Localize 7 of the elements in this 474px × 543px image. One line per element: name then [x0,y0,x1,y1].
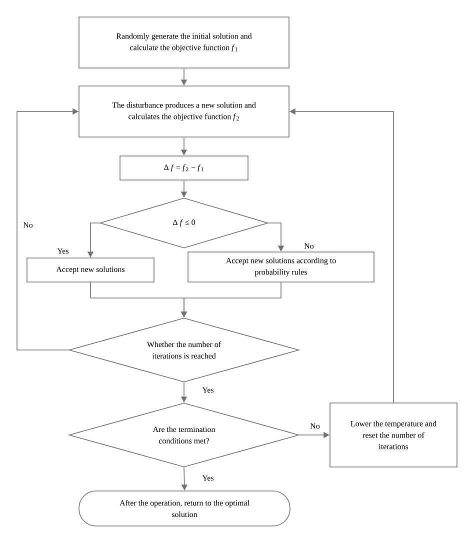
process-box [26,258,154,282]
process-box [188,252,374,282]
terminal-box [78,490,290,526]
process-box [78,86,290,138]
process-box [120,156,248,180]
process-box [330,402,458,468]
process-box [78,16,290,68]
